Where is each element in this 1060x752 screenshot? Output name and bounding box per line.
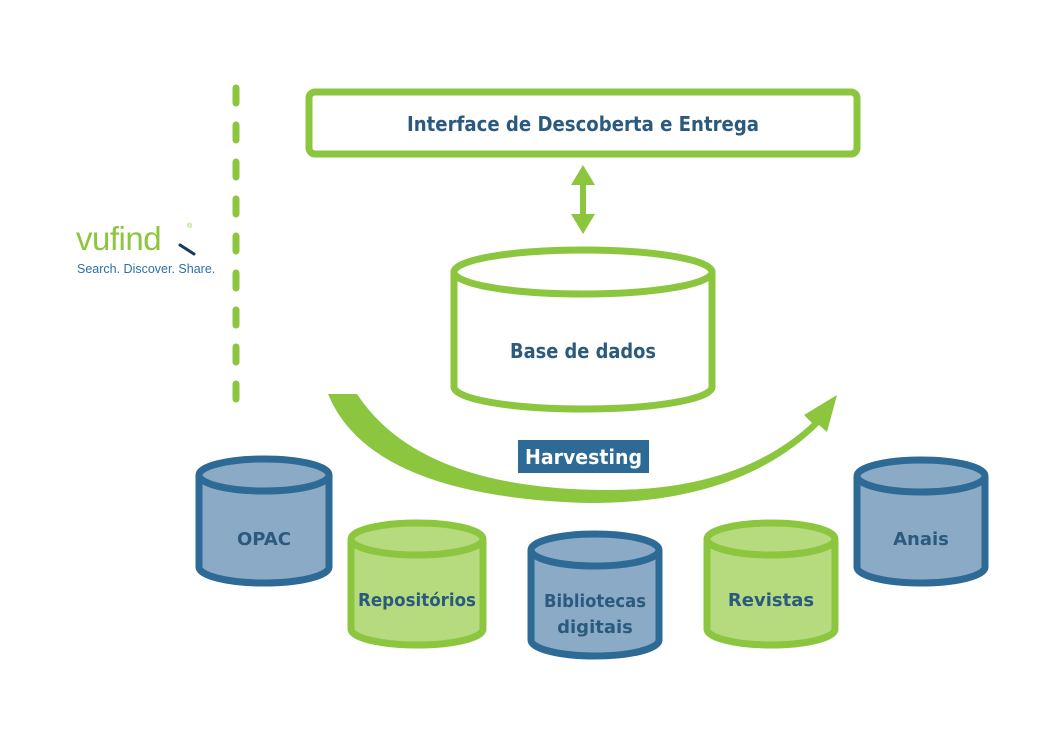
harvesting-badge: Harvesting	[518, 440, 649, 473]
source-opac-label: OPAC	[237, 529, 291, 550]
database-label: Base de dados	[510, 339, 656, 363]
logo-registered-mark: ®	[187, 222, 193, 230]
magnifier-icon	[178, 243, 196, 256]
source-repositorios-label: Repositórios	[358, 590, 476, 611]
logo-wordmark: vufind	[76, 220, 161, 257]
interface-box-label: Interface de Descoberta e Entrega	[407, 112, 759, 136]
vufind-logo: vufind ® Search. Discover. Share.	[76, 220, 215, 276]
source-bibliotecas-digitais: Bibliotecas digitais	[527, 530, 663, 660]
interface-box: Interface de Descoberta e Entrega	[305, 88, 861, 158]
logo-tagline: Search. Discover. Share.	[77, 262, 215, 276]
source-bibliotecas-label-line2: digitais	[557, 617, 633, 638]
source-repositorios: Repositórios	[347, 519, 487, 649]
database-cylinder: Base de dados	[450, 246, 716, 413]
source-revistas-label: Revistas	[728, 590, 814, 611]
source-anais: Anais	[853, 456, 989, 587]
harvesting-label: Harvesting	[525, 445, 642, 469]
source-bibliotecas-label-line1: Bibliotecas	[544, 591, 646, 612]
source-opac: OPAC	[195, 455, 333, 587]
source-anais-label: Anais	[893, 529, 949, 550]
harvesting-arrow	[328, 394, 837, 503]
double-arrow	[571, 165, 595, 234]
source-revistas: Revistas	[703, 519, 839, 649]
